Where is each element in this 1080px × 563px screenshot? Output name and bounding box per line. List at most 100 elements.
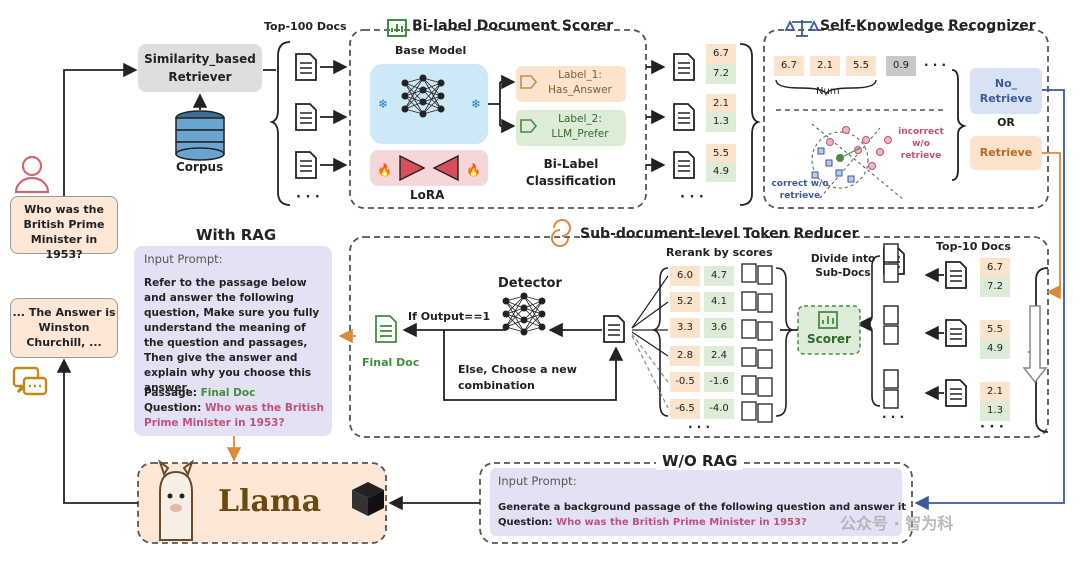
scores-ellipsis: · · · xyxy=(680,190,704,205)
docs-ellipsis: · · · xyxy=(296,190,320,205)
rerank-score: 6.0 xyxy=(670,266,700,286)
divide-label: Divide into Sub-Docs xyxy=(810,253,876,279)
top10-ellipsis: · · · xyxy=(980,420,1004,435)
retrieve-arrow xyxy=(1042,152,1061,300)
final-doc-label: Final Doc xyxy=(362,356,420,369)
chat-icon xyxy=(12,366,48,396)
wo-rag-title: W/O RAG xyxy=(656,452,744,470)
num-dots: · · · xyxy=(924,58,947,72)
question-value: Who was the British Prime Minister in 19… xyxy=(144,402,324,429)
score-cell: 6.7 xyxy=(706,44,736,64)
else-label: Else, Choose a new combination xyxy=(458,363,577,392)
no-retrieve-arrow xyxy=(914,89,1065,511)
retrieve-box xyxy=(970,136,1042,170)
recognizer-panel xyxy=(763,29,1049,209)
svg-text:🔥: 🔥 xyxy=(377,163,392,177)
score-cell: 7.2 xyxy=(706,64,736,84)
subdocs-ellipsis: · · · xyxy=(882,410,905,424)
tag-icon xyxy=(520,75,538,89)
llama-label: Llama xyxy=(218,484,322,519)
wo-rag-prompt-box xyxy=(490,468,902,536)
svg-text:❄: ❄ xyxy=(378,97,388,111)
score-cell: 4.9 xyxy=(706,162,736,182)
wo-rag-prompt-label: Input Prompt: xyxy=(498,474,577,488)
wo-rag-question-label: Question: xyxy=(498,517,553,528)
rerank-score: 4.7 xyxy=(704,266,734,286)
passage-label: Passage: xyxy=(144,387,197,399)
num-cell: 6.7 xyxy=(781,60,797,71)
num-cell: 5.5 xyxy=(853,60,869,71)
with-rag-prompt-box xyxy=(134,246,332,436)
no-retrieve-box xyxy=(970,68,1042,114)
scorer-title: Bi-label Document Scorer xyxy=(412,18,614,34)
svg-text:🔥: 🔥 xyxy=(466,163,481,177)
rerank-score: 2.4 xyxy=(704,346,734,366)
rerank-score: -1.6 xyxy=(704,372,734,392)
rerank-score: -4.0 xyxy=(704,399,734,419)
tag-icon xyxy=(520,119,538,133)
scorer-panel xyxy=(349,29,647,209)
wo-rag-question-value: Who was the British Prime Minister in 19… xyxy=(556,517,807,528)
knowledge-scatter-plot xyxy=(811,123,905,201)
corpus-database-icon xyxy=(175,110,225,161)
rerank-score: 4.1 xyxy=(704,292,734,312)
user-icon xyxy=(14,155,50,194)
top10-label: Top-10 Docs xyxy=(936,240,1011,253)
question-to-retriever-arrow xyxy=(63,62,138,196)
top100-brace xyxy=(269,41,291,206)
or-label: OR xyxy=(997,116,1015,129)
rerank-doc-stacks xyxy=(741,263,773,423)
scorer-title-icon xyxy=(387,19,407,37)
final-doc-icon xyxy=(375,315,397,343)
score-cell: 1.3 xyxy=(706,112,736,132)
with-rag-title: With RAG xyxy=(196,226,277,244)
top10-score: 2.1 xyxy=(980,382,1010,402)
rerank-score: 3.3 xyxy=(670,318,700,338)
rerank-score: 5.2 xyxy=(670,292,700,312)
rerank-label: Rerank by scores xyxy=(666,246,773,259)
score-cell: 5.5 xyxy=(706,144,736,164)
with-rag-prompt-body: Refer to the passage below and answer th… xyxy=(144,277,320,394)
no-retrieve-label: No_ Retrieve xyxy=(979,77,1033,105)
top10-score: 7.2 xyxy=(980,277,1010,297)
num-label: Num xyxy=(816,86,840,97)
question-label: Question: xyxy=(144,402,202,414)
base-model-label: Base Model xyxy=(395,44,467,57)
passage-value: Final Doc xyxy=(200,387,256,399)
svg-text:❄: ❄ xyxy=(471,97,481,111)
num-cell: 2.1 xyxy=(817,60,833,71)
label2-box xyxy=(516,110,626,146)
num-cell: 0.9 xyxy=(893,60,909,71)
watermark: 公众号 · 智为科 xyxy=(840,514,954,533)
rerank-score: -6.5 xyxy=(670,399,700,419)
retrieve-label: Retrieve xyxy=(979,146,1033,159)
score-cell: 2.1 xyxy=(706,94,736,114)
balance-icon xyxy=(784,19,820,37)
rerank-ellipsis: · · · xyxy=(688,420,711,434)
corpus-label: Corpus xyxy=(176,160,224,174)
classification-label: Bi-Label Classification xyxy=(525,157,617,188)
label1-text: Label_1: Has_Answer xyxy=(548,69,612,96)
detector-label: Detector xyxy=(498,276,562,291)
label2-text: Label_2: LLM_Prefer xyxy=(551,113,609,140)
top10-score: 1.3 xyxy=(980,401,1010,421)
label1-box xyxy=(516,66,626,102)
cube-icon xyxy=(352,482,384,516)
rerank-score: 2.8 xyxy=(670,346,700,366)
retriever-box: Similarity_based Retriever xyxy=(138,44,262,92)
detector-network-icon xyxy=(502,292,546,336)
top10-score: 5.5 xyxy=(980,320,1010,340)
with-rag-prompt-label: Input Prompt: xyxy=(144,252,223,266)
llama-icon xyxy=(158,459,194,541)
scorer-label: Scorer xyxy=(807,332,851,346)
incorrect-label: incorrect w/o retrieve xyxy=(898,127,944,161)
rerank-score: -0.5 xyxy=(670,372,700,392)
top10-score: 6.7 xyxy=(980,258,1010,278)
if-output-label: If Output==1 xyxy=(408,310,491,323)
top100-label: Top-100 Docs xyxy=(264,20,347,33)
reducer-title-icon xyxy=(551,219,571,247)
recognizer-title: Self-Knowledge Recognizer xyxy=(820,18,1036,34)
rerank-score: 3.6 xyxy=(704,318,734,338)
top10-score: 4.9 xyxy=(980,339,1010,359)
